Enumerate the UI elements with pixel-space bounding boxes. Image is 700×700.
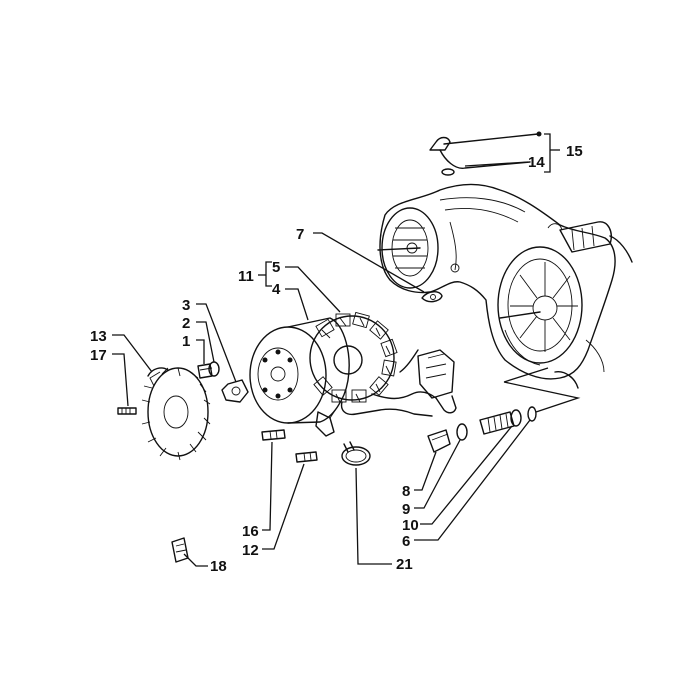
callout-14: 14 [528, 154, 545, 171]
callout-16: 16 [242, 523, 259, 540]
callout-21: 21 [396, 556, 413, 573]
callout-7: 7 [296, 226, 304, 243]
callout-6: 6 [402, 533, 410, 550]
callout-5: 5 [272, 259, 280, 276]
callout-18: 18 [210, 558, 227, 575]
callout-labels: 15 14 7 11 5 4 3 2 1 13 17 16 12 21 8 9 … [90, 143, 583, 575]
part-4-5-stator [309, 311, 457, 437]
callout-1: 1 [182, 333, 190, 350]
part-15-cable-assembly [429, 131, 542, 176]
part-7-clip [421, 291, 443, 303]
part-8-9-10-6-sensor-set [427, 367, 581, 453]
callout-15: 15 [566, 143, 583, 160]
part-21-clamp [341, 441, 371, 466]
part-16-12-bolts [261, 429, 318, 463]
engine-crankcase [377, 183, 633, 389]
callout-4: 4 [272, 281, 281, 298]
callout-8: 8 [402, 483, 410, 500]
callout-2: 2 [182, 315, 190, 332]
flywheel-rotor [249, 317, 350, 424]
part-13-fan [117, 367, 211, 461]
callout-13: 13 [90, 328, 107, 345]
callout-11: 11 [238, 268, 254, 285]
leader-lines [112, 133, 560, 567]
callout-12: 12 [242, 542, 259, 559]
part-18-plate [171, 537, 189, 563]
callout-17: 17 [90, 347, 107, 364]
callout-9: 9 [402, 501, 410, 518]
callout-10: 10 [402, 517, 419, 534]
callout-3: 3 [182, 297, 190, 314]
